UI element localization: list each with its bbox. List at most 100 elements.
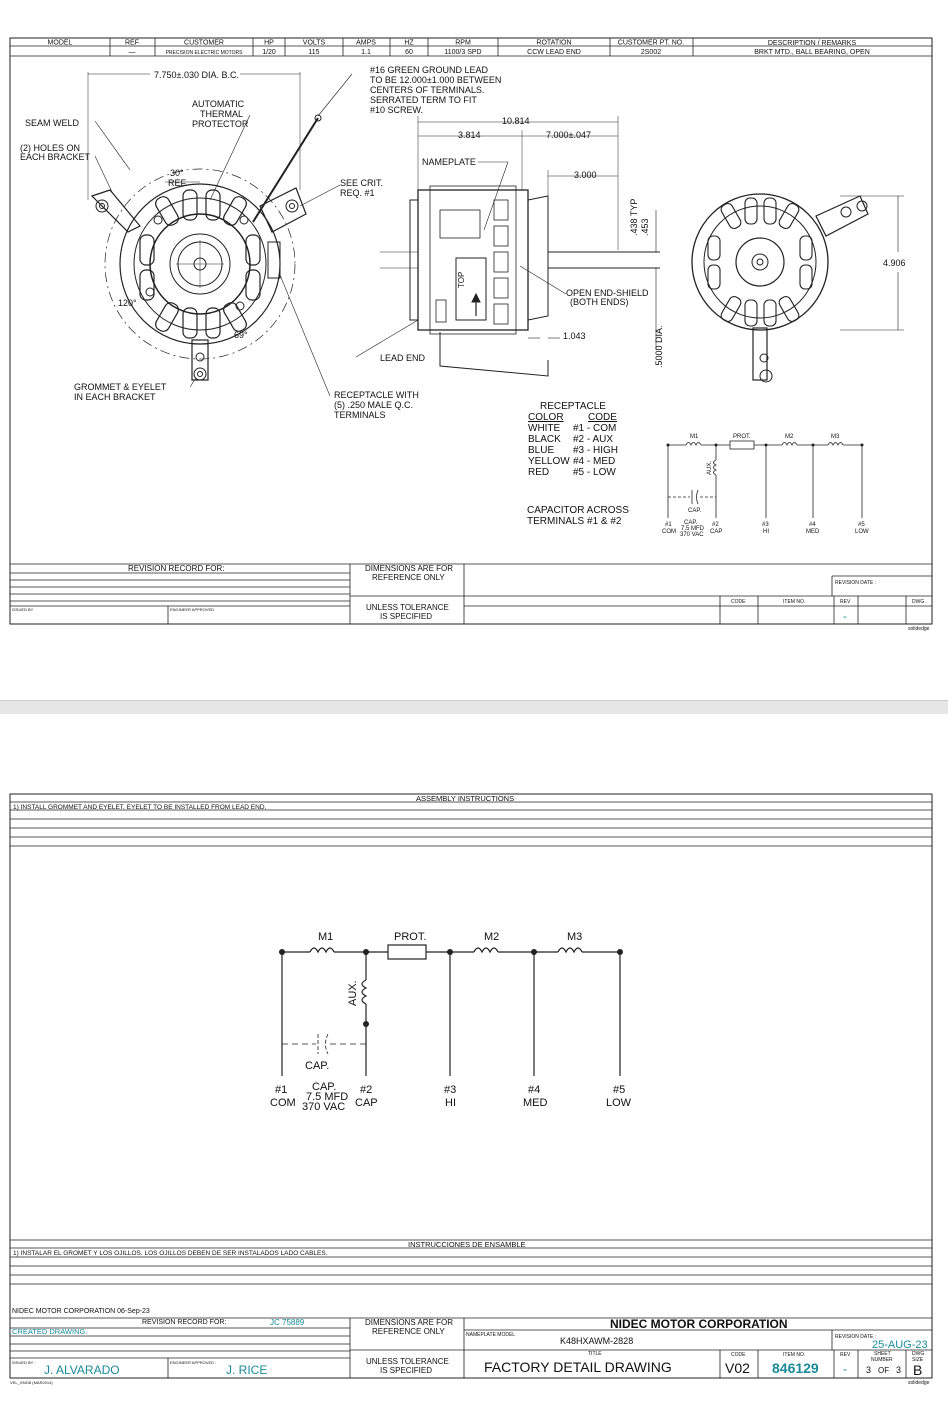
- small-cap-value-2: 7.5 MFD: [681, 526, 705, 532]
- code-label: CODE: [731, 599, 746, 605]
- lead-end-view: [87, 72, 353, 397]
- dims-ref-line-2: REFERENCE ONLY: [372, 573, 445, 582]
- prot-label: PROT.: [394, 931, 426, 943]
- auto-protector-line-1: AUTOMATIC: [192, 99, 245, 109]
- small-prot: PROT.: [733, 434, 751, 440]
- receptacle-col-code: CODE: [588, 412, 617, 423]
- val-volts: 115: [308, 49, 319, 56]
- cap-value-1: CAP.: [312, 1081, 336, 1093]
- sheet-total: 3: [896, 1365, 901, 1375]
- m2-label: M2: [484, 931, 499, 943]
- receptacle-row-code: #5 - LOW: [573, 467, 616, 478]
- terminal-3: #3: [444, 1084, 456, 1096]
- issued-by-label-2: ISSUED BY :: [12, 1360, 36, 1365]
- receptacle-row-color: BLUE: [528, 445, 554, 456]
- val-customer-pt: 2S002: [641, 49, 661, 56]
- sheet-label-2: NUMBER: [871, 1357, 893, 1363]
- tolerance-line-1: UNLESS TOLERANCE: [366, 603, 449, 612]
- small-aux: AUX.: [707, 461, 713, 475]
- dims-ref-2-line-1: DIMENSIONS ARE FOR: [365, 1318, 453, 1327]
- title-block-1: [10, 563, 932, 624]
- main-schematic-labels: M1 PROT. M2 M3 AUX. CAP. #1 COM CAP. 7.5…: [270, 931, 632, 1113]
- ground-lead-line-2: TO BE 12.000±1.000 BETWEEN: [370, 75, 501, 85]
- small-t1-label: COM: [662, 529, 676, 535]
- dwg-size-label-1: DWG: [912, 1351, 924, 1357]
- engineer-approved-label-2: ENGINEER APPROVED :: [170, 1360, 216, 1365]
- nameplate-model: K48HXAWM-2828: [560, 1336, 633, 1346]
- sheet-of: OF: [878, 1366, 889, 1375]
- revision-record-label: REVISION RECORD FOR:: [128, 564, 224, 573]
- instrucciones-title: INSTRUCCIONES DE ENSAMBLE: [408, 1240, 526, 1249]
- drawing-sheet-2: ASSEMBLY INSTRUCTIONS 1) INSTALL GROMMET…: [0, 714, 948, 1416]
- col-model: MODEL: [48, 40, 73, 47]
- solidedge-mark: solidedge: [908, 626, 930, 632]
- small-t3: #3: [762, 522, 769, 528]
- col-customer: CUSTOMER: [184, 40, 224, 47]
- col-rotation: ROTATION: [536, 40, 571, 47]
- dim-438: .438 TYP: [629, 199, 639, 236]
- engineer-name: J. RICE: [226, 1363, 267, 1377]
- terminal-2: #2: [360, 1084, 372, 1096]
- receptacle-row-color: BLACK: [528, 434, 561, 445]
- drawing-sheet-1: MODEL REF CUSTOMER HP VOLTS AMPS HZ RPM …: [0, 0, 948, 700]
- sheet-label-1: SHEET: [874, 1351, 891, 1357]
- dwg-size-label-2: SIZE: [912, 1357, 924, 1363]
- val-hp: 1/20: [262, 49, 276, 56]
- small-t2-label: CAP: [710, 529, 722, 535]
- assembly-instructions-title: ASSEMBLY INSTRUCTIONS: [416, 794, 514, 803]
- col-hz: HZ: [404, 40, 414, 47]
- receptacle-row-code: #3 - HIGH: [573, 445, 618, 456]
- receptacle-row-color: YELLOW: [528, 456, 570, 467]
- holes-line-1: (2) HOLES ON: [20, 143, 80, 153]
- col-description: DESCRIPTION / REMARKS: [768, 40, 857, 47]
- dwg-size: B: [913, 1362, 922, 1378]
- bolt-circle-dim: 7.750±.030 DIA. B.C.: [154, 70, 239, 80]
- issued-by-label: ISSUED BY: [12, 607, 34, 612]
- receptacle-with-line-1: RECEPTACLE WITH: [334, 390, 419, 400]
- sheet-2-border: [9, 793, 933, 1379]
- item-number: 846129: [772, 1360, 819, 1376]
- drawing-sheet-1-svg: MODEL REF CUSTOMER HP VOLTS AMPS HZ RPM …: [9, 37, 933, 632]
- code-value: V02: [725, 1360, 750, 1376]
- header-table: [10, 38, 932, 57]
- col-ref: REF: [125, 40, 139, 47]
- terminal-1: #1: [275, 1084, 287, 1096]
- title-block-2: [10, 1317, 932, 1378]
- val-customer: PRECISION ELECTRIC MOTORS: [166, 50, 244, 56]
- angle-120: 120°: [118, 298, 137, 308]
- see-crit-line-2: REQ. #1: [340, 188, 375, 198]
- receptacle-row-color: RED: [528, 467, 549, 478]
- terminal-3-label: HI: [445, 1097, 456, 1109]
- small-m1: M1: [690, 434, 699, 440]
- terminal-4: #4: [528, 1084, 540, 1096]
- cap-value-3: 370 VAC: [302, 1101, 345, 1113]
- dims-ref-line-1: DIMENSIONS ARE FOR: [365, 564, 453, 573]
- val-amps: 1.1: [361, 49, 371, 56]
- grommet-line-1: GROMMET & EYELET: [74, 382, 167, 392]
- small-t2: #2: [712, 522, 719, 528]
- top-label: TOP: [457, 272, 466, 288]
- val-hz: 60: [405, 49, 413, 56]
- rev-value-2: -: [843, 1362, 847, 1376]
- corp-date-stamp: NIDEC MOTOR CORPORATION 06-Sep-23: [12, 1308, 150, 1315]
- small-schematic: [667, 440, 863, 518]
- cap-value-2: 7.5 MFD: [306, 1091, 348, 1103]
- dim-7000: 7.000±.047: [546, 130, 591, 140]
- revision-date: 25-AUG-23: [872, 1339, 928, 1351]
- dim-3000: 3.000: [574, 170, 597, 180]
- ground-lead-line-5: #10 SCREW.: [370, 105, 423, 115]
- auto-protector-line-2: THERMAL: [200, 109, 243, 119]
- main-schematic: [281, 944, 621, 1076]
- dim-3814: 3.814: [458, 130, 481, 140]
- revision-date-label-2: REVISION DATE :: [835, 1334, 876, 1340]
- company-name: NIDEC MOTOR CORPORATION: [610, 1317, 788, 1331]
- assembly-instruction-line: 1) INSTALL GROMMET AND EYELET. EYELET TO…: [13, 804, 267, 811]
- dim-10814: 10.814: [502, 116, 530, 126]
- receptacle-with-line-2: (5) .250 MALE Q.C.: [334, 400, 413, 410]
- ground-lead-line-3: CENTERS OF TERMINALS.: [370, 85, 484, 95]
- auto-protector-line-3: PROTECTOR: [192, 119, 249, 129]
- item-no-label: ITEM NO.: [783, 599, 805, 605]
- solidedge-mark-2: solidedge: [908, 1380, 930, 1386]
- small-m2: M2: [785, 434, 794, 440]
- open-end-shield-line-1: OPEN END-SHIELD: [566, 288, 649, 298]
